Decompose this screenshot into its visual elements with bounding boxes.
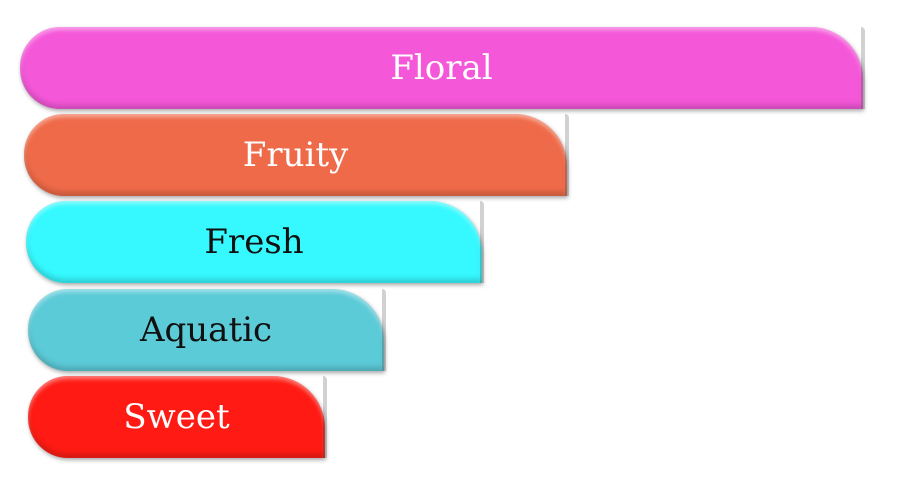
band-fresh: Fresh	[26, 201, 484, 283]
band-aquatic: Aquatic	[28, 289, 386, 371]
band-label: Fresh	[204, 222, 304, 262]
band-label: Sweet	[123, 397, 230, 437]
band-label: Fruity	[242, 135, 349, 175]
band-floral: Floral	[20, 27, 865, 109]
band-fruity: Fruity	[24, 114, 569, 196]
band-label: Aquatic	[139, 310, 273, 350]
band-label: Floral	[390, 48, 493, 88]
band-sweet: Sweet	[28, 376, 327, 458]
